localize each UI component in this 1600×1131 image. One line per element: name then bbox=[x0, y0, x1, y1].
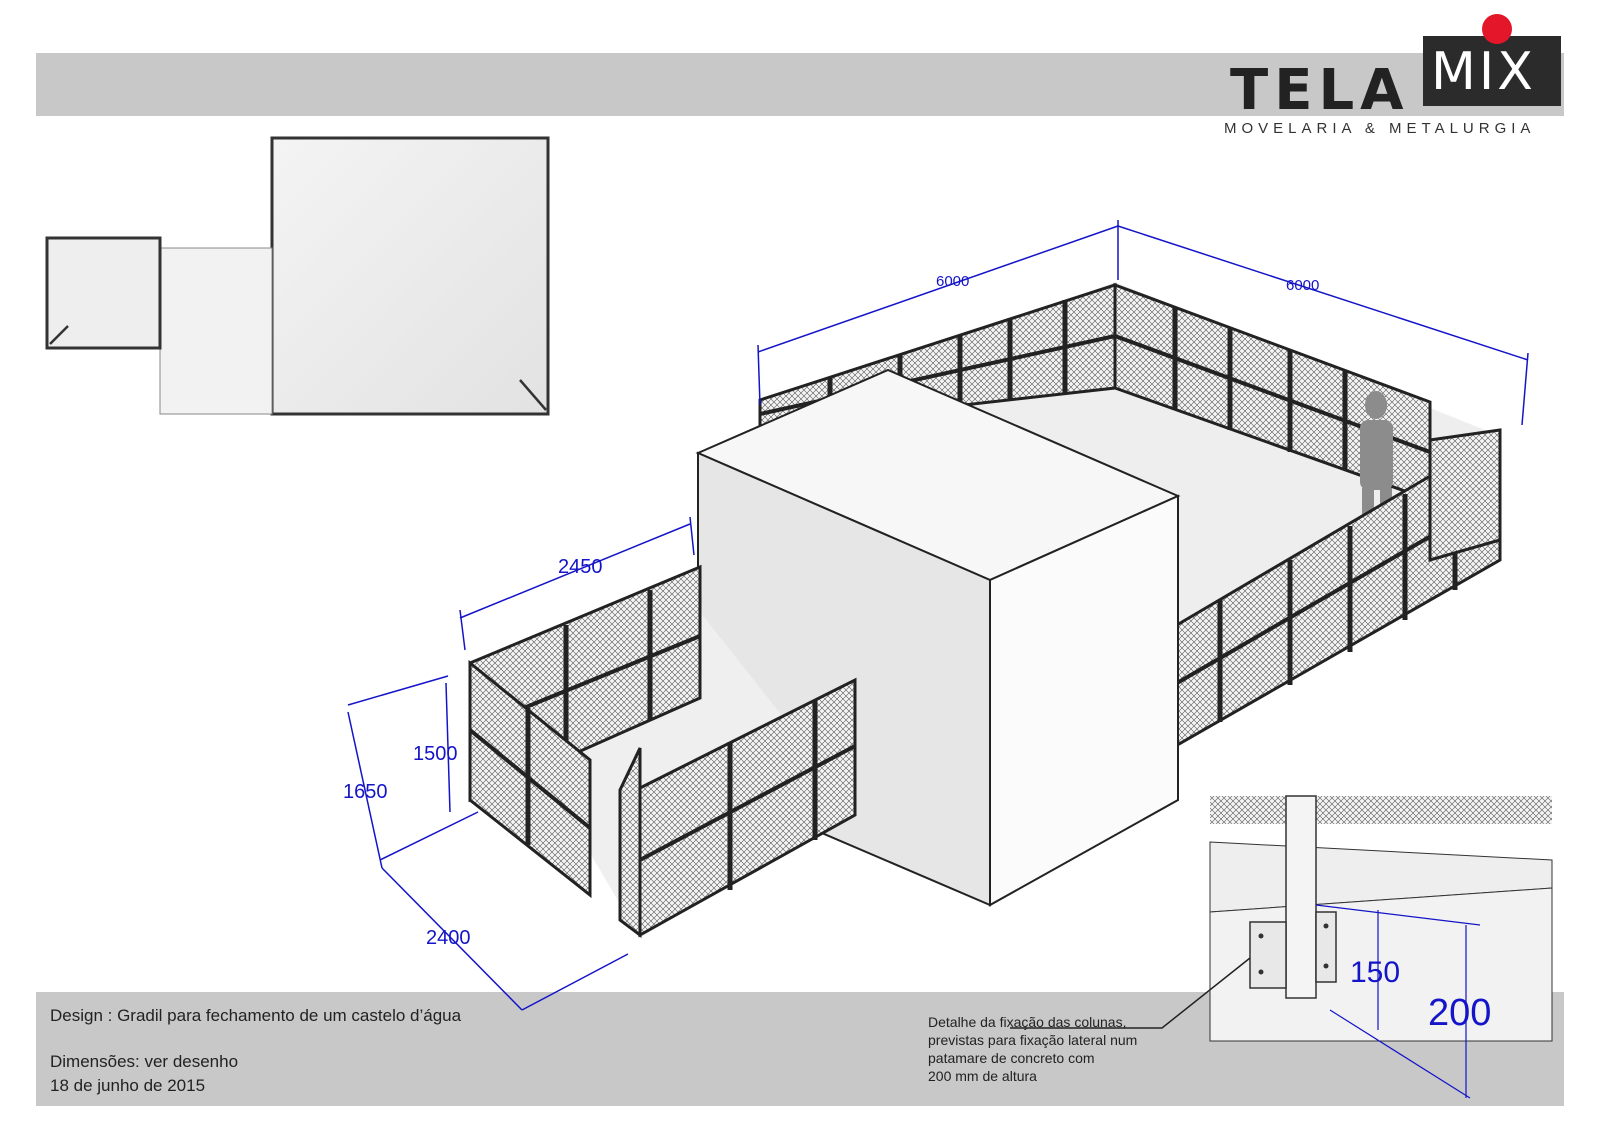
large-front-fence bbox=[1163, 428, 1502, 755]
plan-gate-large bbox=[519, 379, 547, 411]
detail-note-line: 200 mm de altura bbox=[928, 1068, 1037, 1084]
telamix-logo: TELA MIX MOVELARIA & METALURGIA bbox=[1220, 14, 1570, 147]
dim-top-right: 6000 bbox=[1286, 277, 1319, 294]
dim-height-outer: 1650 bbox=[343, 781, 388, 803]
detail-note-line: patamare de concreto com bbox=[928, 1050, 1095, 1066]
detail-leader-line bbox=[1010, 957, 1251, 1029]
detail-plate-right bbox=[1315, 911, 1337, 983]
detail-note: Detalhe da fixação das colunas, prevista… bbox=[928, 1013, 1158, 1085]
detail-plate-left bbox=[1249, 921, 1287, 989]
dim-detail-150: 150 bbox=[1350, 956, 1400, 989]
logo-tagline: MOVELARIA & METALURGIA bbox=[1224, 120, 1536, 137]
logo-mix-text: MIX bbox=[1431, 42, 1536, 102]
dim-small-depth: 2400 bbox=[426, 927, 471, 949]
drawing-date: 18 de junho de 2015 bbox=[50, 1076, 206, 1095]
plan-gate-small bbox=[49, 325, 69, 345]
plan-view bbox=[45, 136, 550, 416]
detail-note-line: Detalhe da fixação das colunas, bbox=[928, 1014, 1127, 1030]
header-band bbox=[36, 53, 1564, 116]
large-gate bbox=[1428, 428, 1502, 562]
dim-height-inner: 1500 bbox=[413, 743, 458, 765]
plan-tower bbox=[159, 247, 273, 415]
detail-column bbox=[1285, 795, 1317, 999]
dimension-lines bbox=[347, 220, 1529, 1011]
logo-mix-box bbox=[1423, 36, 1561, 106]
detail-note-line: previstas para fixação lateral num bbox=[928, 1032, 1138, 1048]
dim-top-left: 6000 bbox=[936, 273, 969, 290]
detail-inset: 150 200 bbox=[1209, 795, 1553, 1099]
small-enclosure bbox=[468, 564, 857, 938]
dim-detail-200: 200 bbox=[1428, 992, 1491, 1034]
plan-large-enclosure bbox=[270, 136, 550, 416]
small-gate bbox=[618, 747, 642, 938]
logo-red-dot bbox=[1482, 14, 1512, 44]
logo-tela-text: TELA bbox=[1230, 58, 1410, 123]
dimensions-note: Dimensões: ver desenho bbox=[50, 1052, 239, 1071]
dim-small-width: 2450 bbox=[558, 556, 603, 578]
design-title: Design : Gradil para fechamento de um ca… bbox=[50, 1006, 462, 1025]
